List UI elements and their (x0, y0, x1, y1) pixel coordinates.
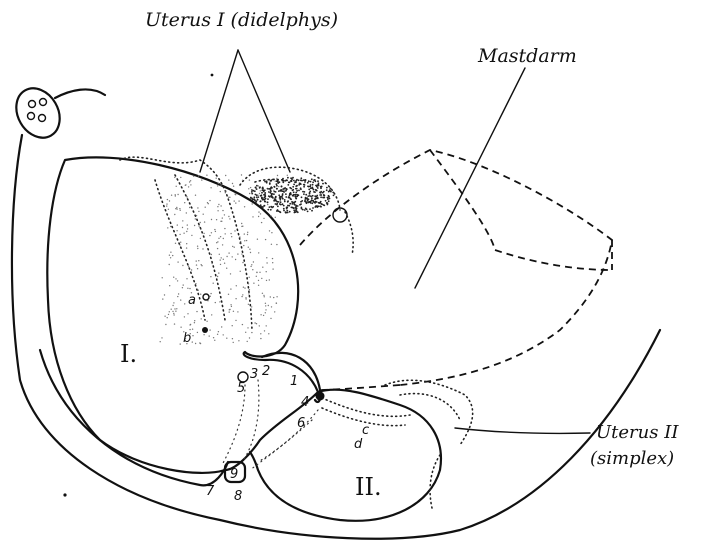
pointer-uterus-two (455, 428, 590, 433)
pointer-uterus-one-right (238, 50, 290, 172)
marker-b: b (183, 331, 191, 346)
uterus-two-dotted (322, 380, 473, 508)
marker-9: 9 (230, 467, 238, 482)
outer-membrane (12, 135, 660, 539)
marker-7: 7 (206, 484, 215, 499)
mastdarm-outline (300, 150, 612, 390)
marker-2: 2 (262, 364, 270, 379)
mastdarm-label: Mastdarm (477, 45, 577, 67)
dot-a (203, 294, 209, 300)
pointer-uterus-one-left (200, 50, 238, 172)
marker-8: 8 (234, 489, 242, 504)
stray-mark (63, 493, 66, 496)
stray-mark-2 (211, 74, 214, 77)
sac-two-label: II. (355, 473, 382, 501)
marker-6: 6 (297, 416, 305, 431)
body-4 (316, 392, 325, 401)
uterus-two-label-line1: Uterus II (596, 422, 679, 443)
marker-5: 5 (237, 381, 245, 396)
marker-1: 1 (290, 374, 298, 389)
sac-one-label: I. (120, 340, 137, 368)
marker-a: a (188, 293, 196, 308)
marker-c: c (362, 423, 369, 438)
marker-d: d (354, 437, 363, 452)
sac-one-inner-membrane (40, 350, 228, 485)
uterus-two-label-line2: (simplex) (590, 448, 674, 469)
sac-two-outline (250, 390, 441, 521)
marker-3: 3 (250, 367, 258, 382)
marker-4: 4 (301, 395, 309, 410)
dot-b (202, 327, 208, 333)
uterus-one-label: Uterus I (didelphys) (145, 9, 338, 31)
